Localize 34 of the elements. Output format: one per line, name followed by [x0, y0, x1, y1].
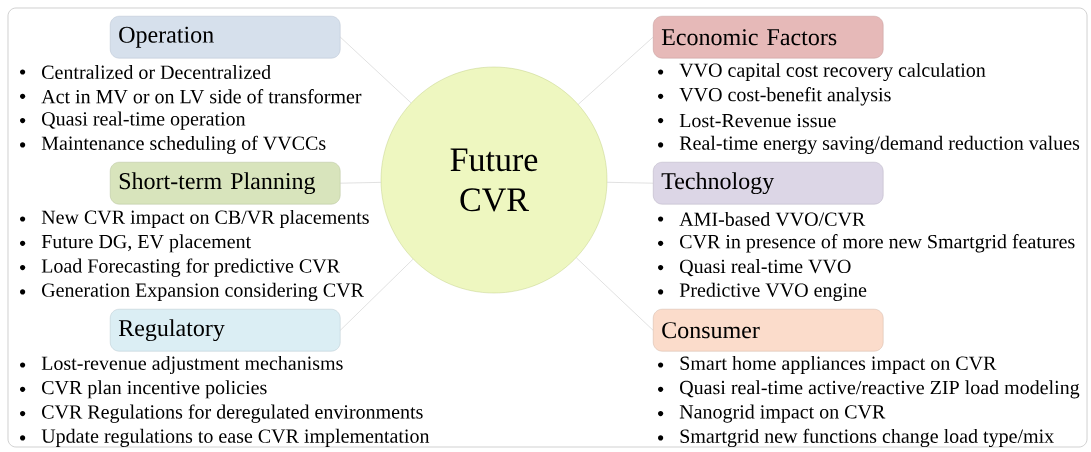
bullet-item: Update regulations to ease CVR implementation: [41, 428, 430, 447]
category-box: Economic Factors: [653, 16, 884, 59]
connector-line: [340, 37, 412, 104]
bullet-item: AMI-based VVO/CVR: [679, 211, 866, 227]
bullet-item: CVR Regulations for deregulated environments: [42, 404, 423, 423]
bullet-item: Centralized or Decentralized: [42, 64, 271, 80]
bullet-item: VVO cost-benefit analysis: [679, 87, 891, 106]
bullet-item: Load Forecasting for predictive CVR: [41, 258, 340, 277]
bullet-item: Act in MV or on LV side of transformer: [41, 89, 362, 104]
category-box: Operation: [110, 16, 341, 59]
bullet-item: Generation Expansion considering CVR: [42, 282, 364, 301]
bullet-item: Lost-revenue adjustment mechanisms: [41, 355, 343, 375]
bullet-item: Lost-Revenue issue: [679, 113, 836, 128]
category-box: Consumer: [653, 309, 884, 352]
connector-line: [576, 257, 654, 331]
bullet-item: New CVR impact on CB/VR placements: [41, 209, 369, 229]
bullet-item: Real-time energy saving/demand reduction values: [679, 135, 1080, 154]
bullet-item: Predictive VVO engine: [679, 282, 867, 301]
bullet-item: Smart home appliances impact on CVR: [680, 355, 997, 375]
connector-line: [578, 37, 654, 105]
connector-line: [340, 258, 414, 331]
bullet-item: Nanogrid impact on CVR: [679, 404, 886, 423]
category-box: Technology: [653, 162, 884, 205]
category-box: Short-term Planning: [110, 162, 341, 205]
bullet-item: Quasi real-time active/reactive ZIP load modeling: [680, 380, 1080, 399]
bullet-item: CVR plan incentive policies: [42, 380, 267, 399]
bullet-item: Maintenance scheduling of VVCCs: [41, 135, 326, 155]
bullet-item: Quasi real-time VVO: [680, 259, 851, 277]
bullet-item: Quasi real-time operation: [42, 111, 246, 130]
bullet-item: CVR in presence of more new Smartgrid features: [680, 234, 1075, 253]
category-box: Regulatory: [110, 309, 341, 352]
bullet-item: Smartgrid new functions change load type/mix: [680, 428, 1054, 448]
bullet-item: Future DG, EV placement: [41, 234, 252, 253]
bullet-item: VVO capital cost recovery calculation: [679, 62, 986, 82]
